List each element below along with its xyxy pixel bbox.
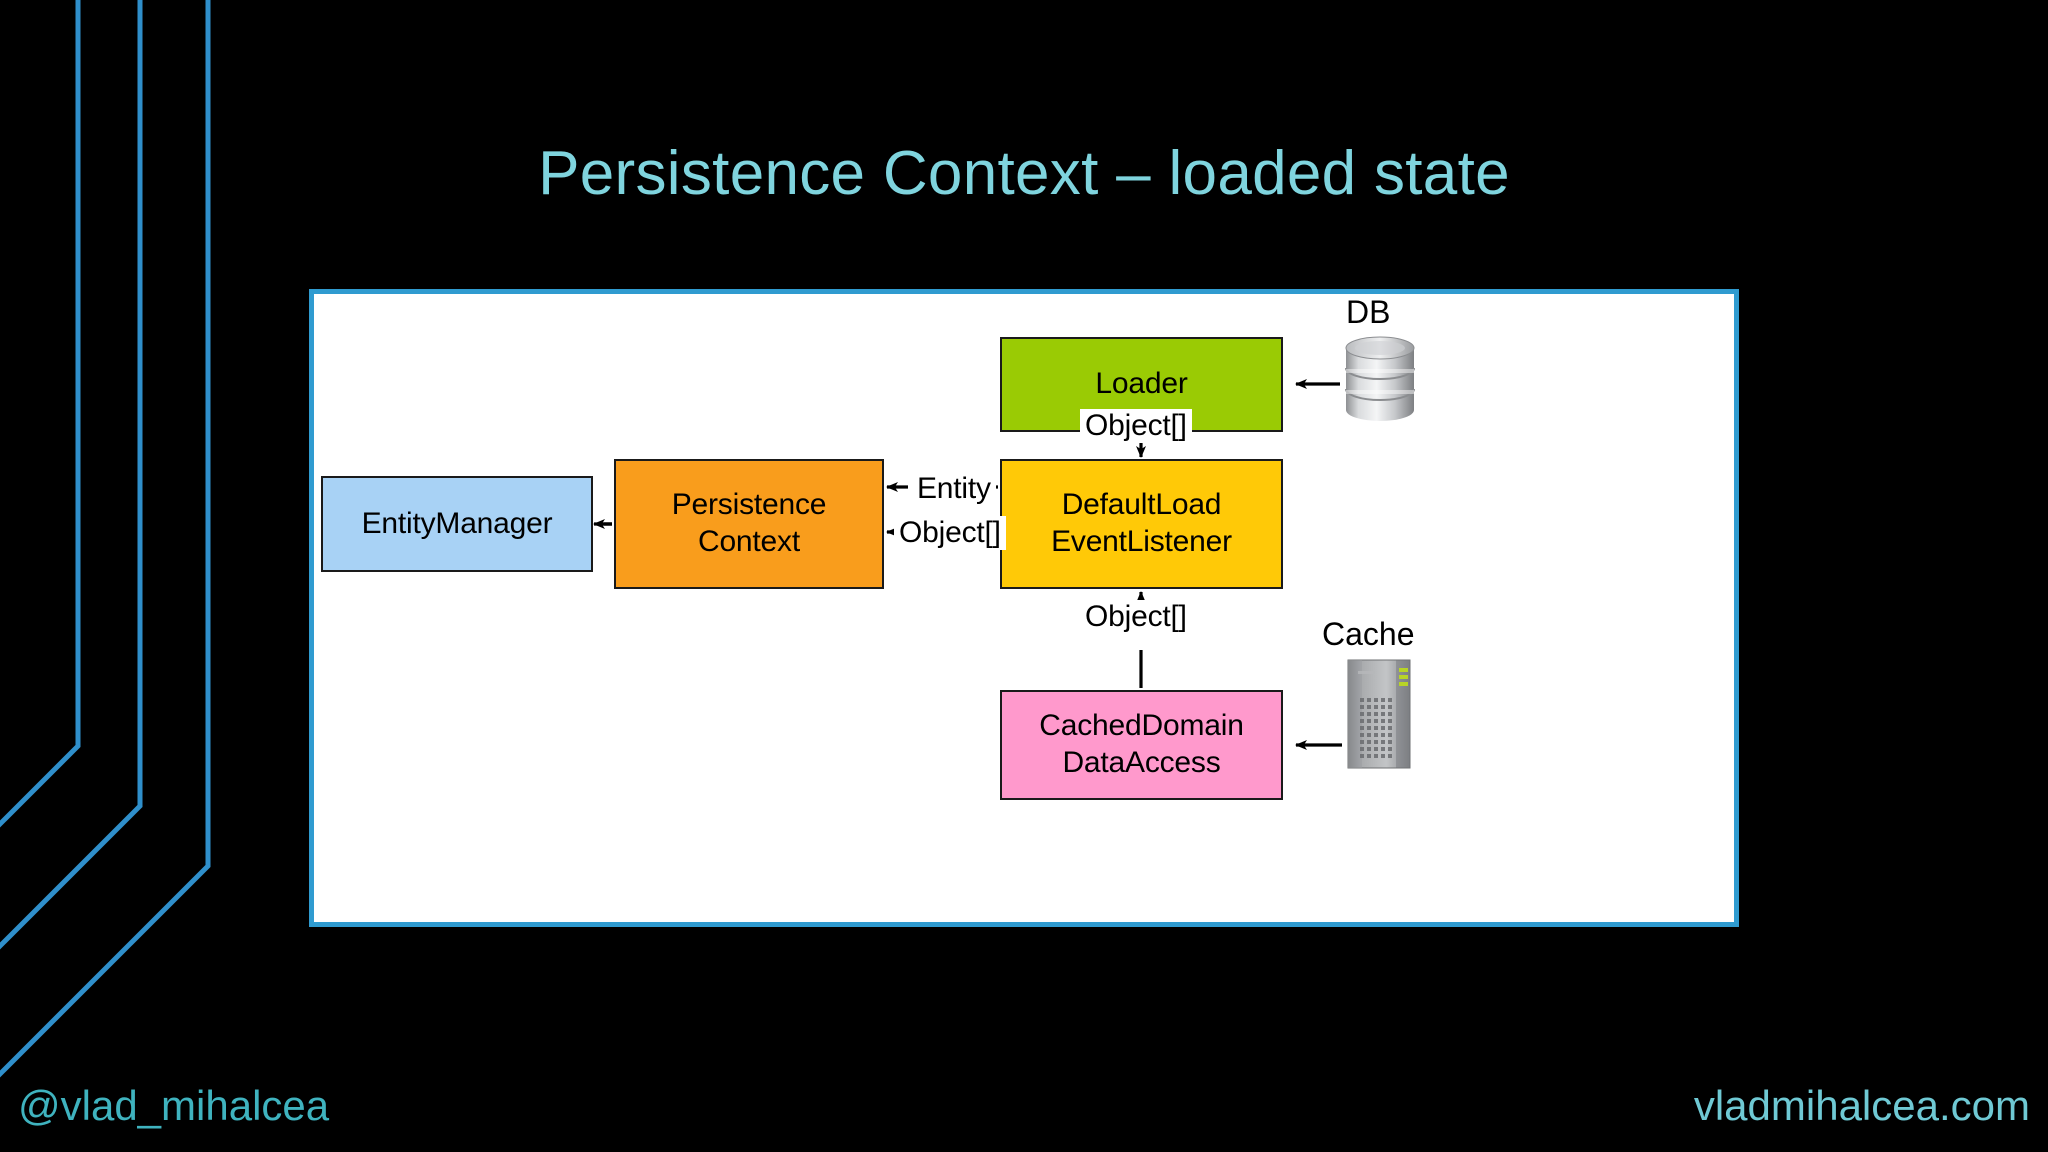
edge-label-entity: Entity [912,472,996,506]
diagram-panel: Loader DefaultLoad EventListener Persist… [309,289,1739,927]
page-title: Persistence Context – loaded state [538,139,1510,208]
database-cylinder-icon [1345,336,1415,421]
diagram-node-entitymanager[interactable]: EntityManager [321,476,593,572]
diagram-node-defaultloadeventlistener[interactable]: DefaultLoad EventListener [1000,459,1283,589]
edge-label-pc-objectarray: Object[] [894,516,1006,550]
store-label-db: DB [1346,294,1391,330]
diagram-node-loader[interactable]: Loader [1000,337,1283,432]
edge-label-cdda-objectarray: Object[] [1080,600,1192,634]
store-label-cache: Cache [1322,616,1415,652]
server-rack-icon [1347,659,1411,769]
edge-label-loader-objectarray: Object[] [1080,409,1192,443]
diagram-node-cacheddomaindataaccess[interactable]: CachedDomain DataAccess [1000,690,1283,800]
footer-twitter-handle: @vlad_mihalcea [18,1082,330,1129]
diagram-canvas: Loader DefaultLoad EventListener Persist… [314,294,1734,922]
diagram-node-persistencecontext[interactable]: Persistence Context [614,459,884,589]
footer-website: vladmihalcea.com [1693,1082,2030,1129]
